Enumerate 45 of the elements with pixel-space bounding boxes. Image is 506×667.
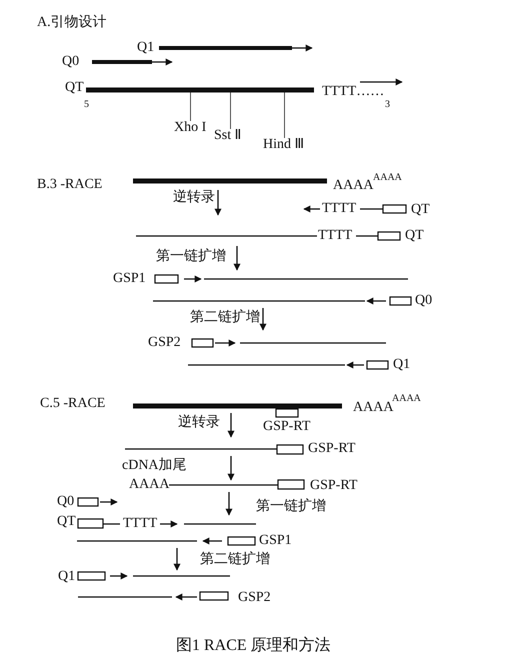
sequence-label: TTTT xyxy=(322,201,356,217)
primer-label: Q1 xyxy=(393,357,410,373)
primer-label: Q0 xyxy=(415,293,432,309)
site-label: Hind Ⅲ xyxy=(263,137,304,153)
leader-line xyxy=(230,92,231,130)
step-label: cDNA加尾 xyxy=(122,458,187,474)
primer-label: GSP1 xyxy=(259,533,292,549)
primer-label: GSP-RT xyxy=(308,441,356,457)
figure-caption: 图1 RACE 原理和方法 xyxy=(176,637,331,655)
step-label: 第二链扩增 xyxy=(200,552,270,568)
primer-label: GSP-RT xyxy=(263,419,310,435)
primer-label: Q0 xyxy=(62,54,80,70)
primer-label: Q0 xyxy=(57,494,74,510)
end-label: 3 xyxy=(385,99,390,110)
section-heading: A.引物设计 xyxy=(37,15,107,31)
leader-line xyxy=(190,92,191,122)
primer-label: GSP2 xyxy=(238,590,271,606)
step-label: 第一链扩增 xyxy=(256,499,326,515)
site-label: Xho I xyxy=(174,120,206,136)
primer-label: QT xyxy=(57,514,76,530)
primer-label: GSP1 xyxy=(113,271,146,287)
section-heading: B.3 -RACE xyxy=(37,177,102,193)
primer-label: GSP-RT xyxy=(310,478,358,494)
sequence-label: TTTT xyxy=(123,516,158,532)
primer-label: QT xyxy=(405,228,424,244)
step-label: 第一链扩增 xyxy=(156,249,226,265)
step-label: 第二链扩增 xyxy=(190,310,260,326)
step-label: 逆转录 xyxy=(173,190,215,206)
sequence-label: AAAA xyxy=(353,400,394,416)
leader-line xyxy=(284,92,285,138)
primer-label: GSP2 xyxy=(148,335,181,351)
section-heading: C.5 -RACE xyxy=(40,396,106,412)
primer-label: Q1 xyxy=(58,569,76,585)
sequence-label: AAAA xyxy=(333,178,374,194)
end-label: 5 xyxy=(84,99,89,110)
primer-label: QT xyxy=(411,202,430,218)
site-label: Sst Ⅱ xyxy=(214,128,242,144)
step-label: 逆转录 xyxy=(178,415,220,431)
primer-label: Q1 xyxy=(137,40,154,56)
sequence-label: TTTT xyxy=(318,228,352,244)
sequence-label: TTTT…… xyxy=(322,84,384,100)
primer-label: QT xyxy=(65,80,84,96)
sequence-label: AAAA xyxy=(129,477,170,493)
sequence-label: AAAA xyxy=(373,172,402,183)
sequence-label: AAAA xyxy=(392,393,421,404)
